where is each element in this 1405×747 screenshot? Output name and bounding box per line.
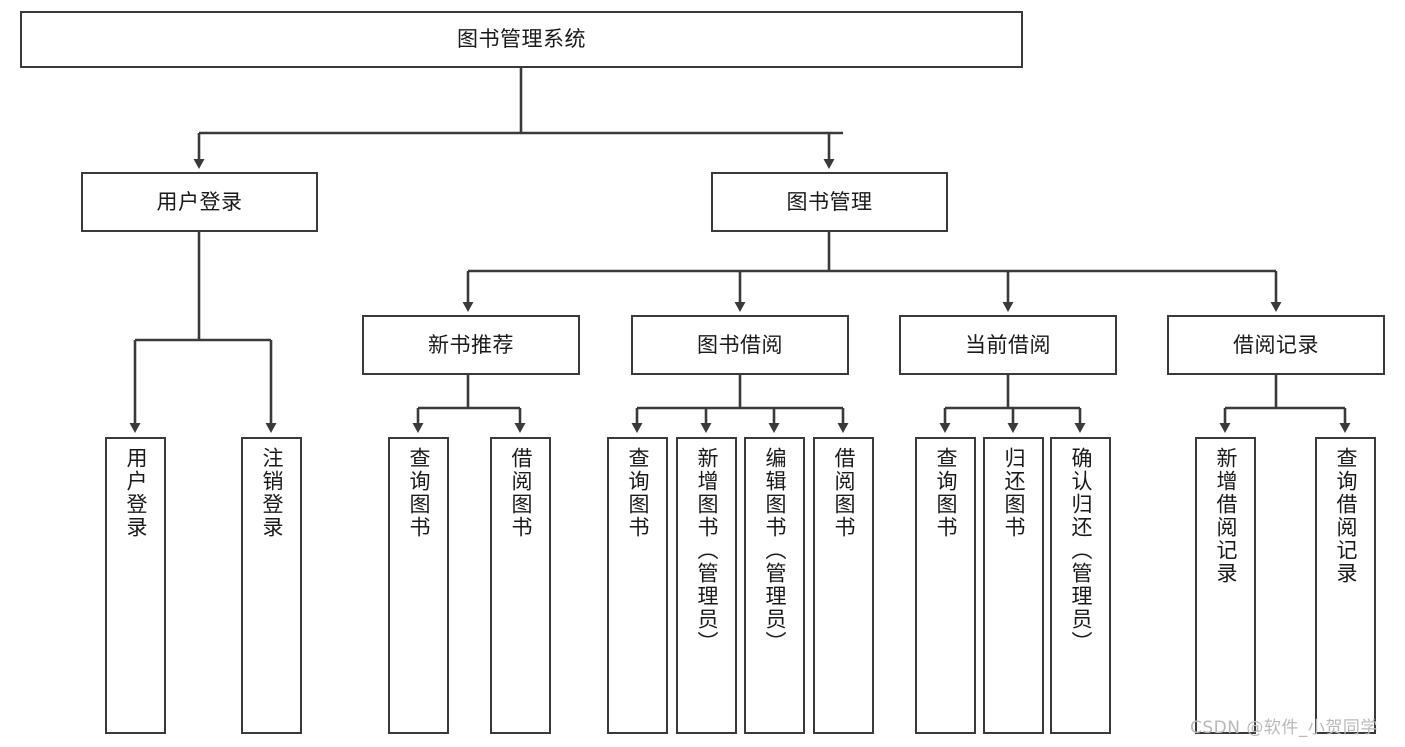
node-leaf-confirm-return[interactable]: 确认归还（管理员） — [1050, 437, 1111, 734]
node-leaf-query-book-2-label: 查询图书 — [626, 447, 650, 539]
node-borrow-record-label: 借阅记录 — [1233, 332, 1319, 357]
node-leaf-borrow-book-1-label: 借阅图书 — [509, 447, 533, 539]
node-leaf-logout-label: 注销登录 — [260, 447, 284, 539]
node-leaf-logout[interactable]: 注销登录 — [241, 437, 302, 734]
node-user-login[interactable]: 用户登录 — [81, 172, 318, 232]
node-current-borrow[interactable]: 当前借阅 — [899, 315, 1117, 375]
node-book-borrow-label: 图书借阅 — [697, 332, 783, 357]
node-leaf-return-book-label: 归还图书 — [1002, 447, 1026, 539]
node-leaf-query-book-2[interactable]: 查询图书 — [607, 437, 668, 734]
node-borrow-record[interactable]: 借阅记录 — [1167, 315, 1385, 375]
node-leaf-confirm-return-label: 确认归还（管理员） — [1069, 447, 1093, 654]
node-leaf-user-login[interactable]: 用户登录 — [105, 437, 166, 734]
node-root-label: 图书管理系统 — [457, 27, 586, 52]
node-book-borrow[interactable]: 图书借阅 — [631, 315, 849, 375]
node-book-manage-label: 图书管理 — [786, 189, 873, 214]
node-current-borrow-label: 当前借阅 — [965, 332, 1051, 357]
node-leaf-borrow-book-2[interactable]: 借阅图书 — [813, 437, 874, 734]
csdn-watermark: CSDN @软件_小贺同学 — [1190, 718, 1378, 738]
node-leaf-query-book-3-label: 查询图书 — [934, 447, 958, 539]
node-leaf-borrow-book-2-label: 借阅图书 — [832, 447, 856, 539]
node-new-book-rec-label: 新书推荐 — [428, 332, 514, 357]
node-leaf-add-book[interactable]: 新增图书（管理员） — [676, 437, 737, 734]
node-book-manage[interactable]: 图书管理 — [711, 172, 948, 232]
node-leaf-borrow-book-1[interactable]: 借阅图书 — [490, 437, 551, 734]
node-leaf-edit-book[interactable]: 编辑图书（管理员） — [744, 437, 805, 734]
node-leaf-query-book-1[interactable]: 查询图书 — [388, 437, 449, 734]
node-leaf-add-record-label: 新增借阅记录 — [1214, 447, 1238, 585]
node-leaf-return-book[interactable]: 归还图书 — [983, 437, 1044, 734]
node-leaf-query-book-1-label: 查询图书 — [407, 447, 431, 539]
node-leaf-query-record[interactable]: 查询借阅记录 — [1315, 437, 1376, 734]
node-new-book-rec[interactable]: 新书推荐 — [362, 315, 580, 375]
node-user-login-label: 用户登录 — [156, 189, 243, 214]
node-root[interactable]: 图书管理系统 — [20, 11, 1023, 68]
node-leaf-query-record-label: 查询借阅记录 — [1334, 447, 1358, 585]
node-leaf-query-book-3[interactable]: 查询图书 — [915, 437, 976, 734]
node-leaf-user-login-label: 用户登录 — [124, 447, 148, 539]
node-leaf-add-book-label: 新增图书（管理员） — [695, 447, 719, 654]
node-leaf-add-record[interactable]: 新增借阅记录 — [1195, 437, 1256, 734]
node-leaf-edit-book-label: 编辑图书（管理员） — [763, 447, 787, 654]
